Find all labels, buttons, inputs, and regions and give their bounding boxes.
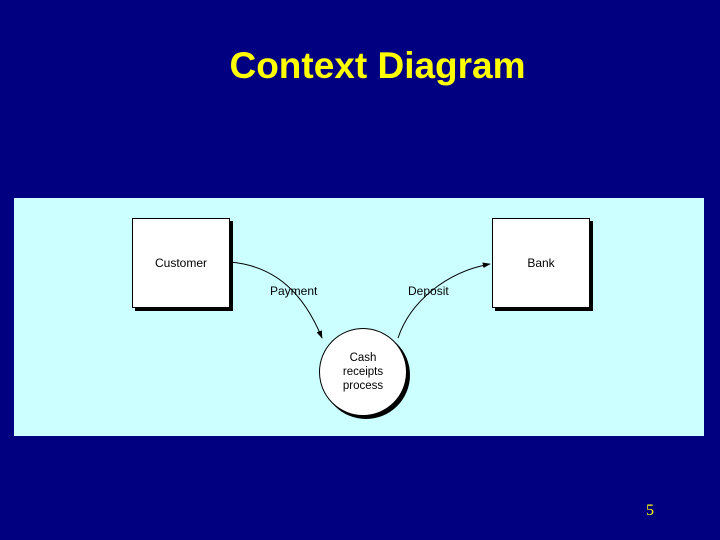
deposit-flow-label: Deposit (408, 284, 449, 298)
deposit-flow-arrow (397, 262, 491, 339)
flow-arrows (229, 261, 491, 339)
bank-entity-label: Bank (527, 256, 555, 270)
process-label: Cash receipts process (342, 352, 384, 392)
payment-flow-label: Payment (270, 284, 318, 298)
payment-flow-arrow (229, 261, 323, 339)
page-number: 5 (646, 502, 654, 519)
context-diagram-panel: Customer Bank Cash receipts process Paym… (14, 198, 704, 436)
customer-entity-label: Customer (154, 256, 207, 270)
cash-receipts-process: Cash receipts process (319, 328, 407, 416)
slide-title: Context Diagram (229, 45, 526, 86)
bank-entity: Bank (492, 218, 590, 308)
customer-entity: Customer (132, 218, 230, 308)
